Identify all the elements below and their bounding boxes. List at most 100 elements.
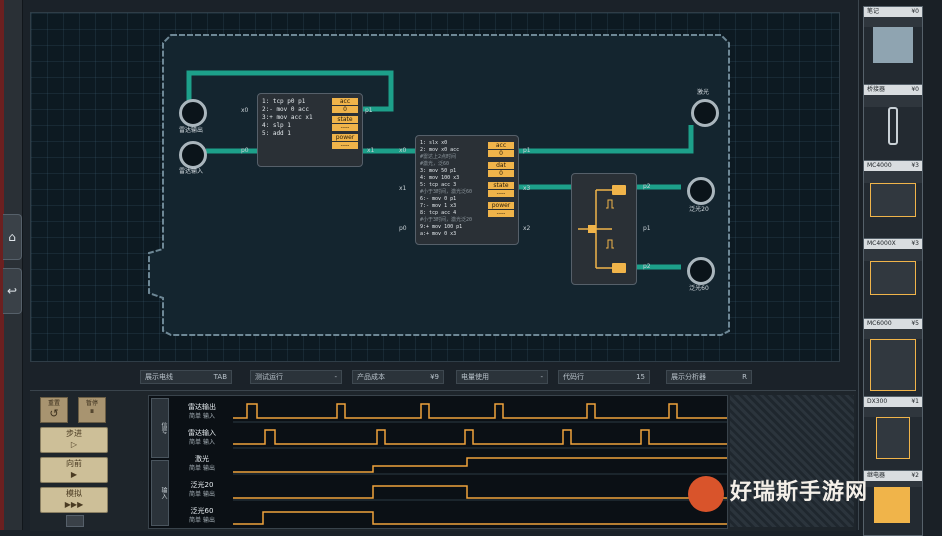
- code-line: 1: slx x0: [420, 140, 448, 146]
- reg-value: ----: [332, 142, 358, 149]
- left-accent-strip: [0, 0, 4, 530]
- code-line: 9:+ mov 100 p1: [420, 224, 463, 230]
- tab-input[interactable]: 输入: [151, 460, 169, 526]
- home-icon: ⌂: [8, 230, 16, 244]
- mc1-pin-x1: x1: [367, 147, 375, 154]
- port-radar-in[interactable]: [179, 141, 207, 169]
- step-label: 步进: [66, 429, 82, 438]
- reg-name: state: [332, 116, 358, 123]
- component-name: 笔记: [867, 8, 880, 15]
- mc2-pin-p1: p1: [523, 147, 531, 154]
- code-line: 5: add 1: [262, 130, 291, 137]
- code-comment: #激光，泛60: [420, 161, 450, 167]
- wave-name: 泛光60: [190, 507, 214, 515]
- pause-label: 暂停: [85, 400, 98, 407]
- waveform-traces: [233, 403, 727, 525]
- wire-laser: [517, 125, 694, 154]
- footbar-power: 电量使用 -: [456, 370, 548, 384]
- footbar-analyzer[interactable]: 展示分析器 R: [666, 370, 752, 384]
- step-button[interactable]: 步进 ▷: [40, 427, 108, 453]
- component-price: ¥0: [911, 86, 919, 93]
- component-relay[interactable]: 继电器¥2: [863, 470, 923, 536]
- wire-loop: [186, 70, 394, 112]
- undo-button[interactable]: ↩: [3, 268, 22, 314]
- simulate-button[interactable]: 模拟 ▶▶▶: [40, 487, 108, 513]
- simulate-icon: ▶▶▶: [64, 500, 84, 509]
- circuit-board[interactable]: 雷达输出 雷达输入 激光 泛光20 泛光60 1: tcp p0 p1 2:- …: [30, 12, 840, 362]
- tab-signal[interactable]: 信号: [151, 398, 169, 458]
- port-radar-out[interactable]: [179, 99, 207, 127]
- code-line: 1: tcp p0 p1: [262, 98, 306, 105]
- mc2-pin-x2: x2: [523, 225, 531, 232]
- reg-value: 0: [488, 150, 514, 157]
- simulate-label: 模拟: [66, 489, 82, 498]
- reset-label: 重置: [47, 400, 60, 407]
- footbar-cost: 产品成本¥9: [352, 370, 444, 384]
- mc2-registers: acc 0 dat 0 state ---- power ----: [488, 142, 514, 217]
- step-icon: ▷: [70, 440, 78, 449]
- port-radar-in-label: 雷达输入: [178, 168, 203, 175]
- footbar-value: R: [742, 373, 747, 381]
- relay-pin-p2-top: p2: [643, 183, 651, 190]
- mc2-pin-x3: x3: [523, 185, 531, 192]
- component-dx300[interactable]: DX300¥1: [863, 396, 923, 480]
- reg-name: acc: [488, 142, 514, 149]
- mc2-code[interactable]: 1: slx x0 2: mov x0 acc #雷达上2点时间 #激光，泛60…: [420, 140, 490, 238]
- footbar-value: TAB: [213, 373, 227, 381]
- port-flood60[interactable]: [687, 257, 715, 285]
- code-comment: #雷达上2点时间: [420, 154, 457, 160]
- relay-pin-p2-bottom: p2: [643, 263, 651, 270]
- reg-value: ----: [488, 210, 514, 217]
- reset-icon: ↺: [49, 407, 59, 420]
- code-line: 8: tcp acc 4: [420, 210, 457, 216]
- pause-button[interactable]: 暂停⏸: [78, 397, 106, 423]
- mc2-pin-x0: x0: [399, 147, 407, 154]
- speed-slider-handle[interactable]: [66, 515, 84, 527]
- forward-button[interactable]: 向前▶: [40, 457, 108, 483]
- component-note[interactable]: 笔记¥0: [863, 6, 923, 88]
- component-mc4000x[interactable]: MC4000X ¥3: [863, 238, 923, 324]
- port-flood20-label: 泛光20: [689, 206, 709, 213]
- microcontroller-1[interactable]: 1: tcp p0 p1 2:- mov 0 acc 3:+ mov acc x…: [257, 93, 363, 167]
- component-name: 桥接器: [867, 86, 886, 93]
- footbar-test[interactable]: 测试运行-: [250, 370, 342, 384]
- footbar-label: 展示分析器: [671, 373, 706, 381]
- component-mc4000[interactable]: MC4000¥3: [863, 160, 923, 246]
- code-line: 4: mov 100 x3: [420, 175, 460, 181]
- component-name: DX300: [867, 398, 888, 405]
- wave-sub: 简单 输出: [189, 491, 215, 498]
- reset-button[interactable]: 重置↺: [40, 397, 68, 423]
- wave-name: 激光: [195, 455, 209, 463]
- component-price: ¥3: [911, 240, 919, 247]
- wave-label: 激光简单 输出: [173, 454, 231, 476]
- port-laser[interactable]: [691, 99, 719, 127]
- relay-pin-p1: p1: [643, 225, 651, 232]
- wave-sub: 简单 输入: [189, 413, 215, 420]
- code-line: 2:- mov 0 acc: [262, 106, 309, 113]
- footbar-label: 电量使用: [461, 373, 489, 381]
- port-flood20[interactable]: [687, 177, 715, 205]
- reg-name: acc: [332, 98, 358, 105]
- footbar-label: 代码行: [563, 373, 584, 381]
- pause-icon: ⏸: [89, 407, 95, 417]
- mc1-pin-p1: p1: [365, 107, 373, 114]
- port-radar-out-label: 雷达输出: [178, 127, 203, 134]
- footbar-value: -: [540, 373, 543, 381]
- component-name: 继电器: [867, 472, 886, 479]
- reg-name: dat: [488, 162, 514, 169]
- wave-name: 雷达输出: [188, 403, 216, 411]
- home-button[interactable]: ⌂: [3, 214, 22, 260]
- reg-value: 0: [332, 106, 358, 113]
- microcontroller-2[interactable]: 1: slx x0 2: mov x0 acc #雷达上2点时间 #激光，泛60…: [415, 135, 519, 245]
- reg-value: ----: [488, 190, 514, 197]
- component-bridge[interactable]: 桥接器 ¥0: [863, 84, 923, 168]
- mc1-code[interactable]: 1: tcp p0 p1 2:- mov 0 acc 3:+ mov acc x…: [262, 98, 328, 138]
- component-name: MC4000X: [867, 240, 896, 247]
- code-line: a:+ mov 0 x3: [420, 231, 457, 237]
- reg-value: 0: [488, 170, 514, 177]
- relay-component[interactable]: [571, 173, 637, 285]
- footbar-value: -: [334, 373, 337, 381]
